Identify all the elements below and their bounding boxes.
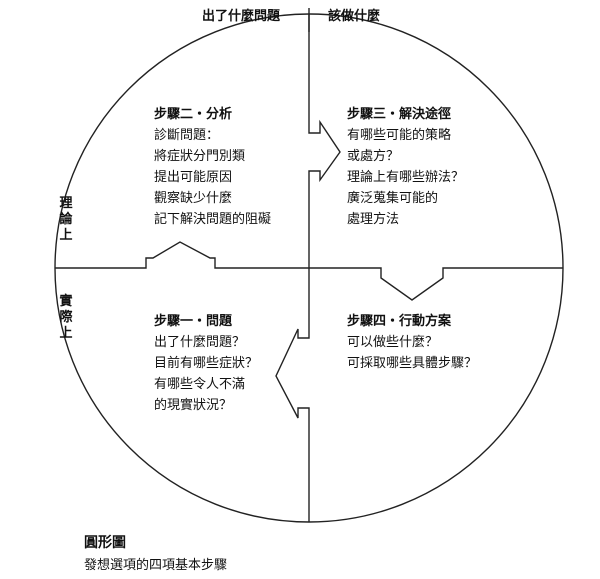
quadrant-analysis-line: 觀察缺少什麼 bbox=[154, 191, 233, 206]
quadrant-solutions-line: 廣泛蒐集可能的 bbox=[347, 191, 439, 206]
quadrant-action-title: 步驟四・行動方案 bbox=[347, 314, 452, 329]
vertical-axis-upper bbox=[308, 14, 341, 268]
quadrant-solutions-line: 理論上有哪些辦法？ bbox=[347, 170, 465, 185]
side-label-practice: 實際上 bbox=[59, 294, 73, 341]
quadrant-analysis-title: 步驟二・分析 bbox=[154, 107, 233, 122]
quadrant-problem-line: 的現實狀況？ bbox=[154, 398, 233, 413]
vertical-axis-lower bbox=[275, 268, 310, 522]
horizontal-axis-left bbox=[55, 241, 309, 269]
quadrant-solutions: 步驟三・解決途徑 有哪些可能的策略 或處方？ 理論上有哪些辦法？ 廣泛蒐集可能的… bbox=[347, 104, 464, 230]
quadrant-analysis-line: 提出可能原因 bbox=[154, 170, 233, 185]
quadrant-analysis: 步驟二・分析 診斷問題： 將症狀分門別類 提出可能原因 觀察缺少什麼 記下解決問… bbox=[154, 104, 271, 230]
quadrant-action: 步驟四・行動方案 可以做些什麼？ 可採取哪些具體步驟？ bbox=[347, 311, 477, 374]
quadrant-analysis-line: 將症狀分門別類 bbox=[154, 149, 246, 164]
header-left-label: 出了什麼問題 bbox=[202, 9, 281, 24]
quadrant-solutions-line: 或處方？ bbox=[347, 149, 400, 164]
side-label-theory: 理論上 bbox=[59, 196, 73, 243]
quadrant-solutions-title: 步驟三・解決途徑 bbox=[347, 107, 452, 122]
quadrant-solutions-line: 有哪些可能的策略 bbox=[347, 128, 452, 143]
quadrant-action-line: 可採取哪些具體步驟？ bbox=[347, 356, 478, 371]
quadrant-solutions-line: 處理方法 bbox=[347, 212, 400, 227]
quadrant-problem: 步驟一・問題 出了什麼問題？ 目前有哪些症狀？ 有哪些令人不滿 的現實狀況？ bbox=[154, 311, 258, 416]
quadrant-problem-line: 目前有哪些症狀？ bbox=[154, 356, 259, 371]
quadrant-analysis-line: 診斷問題： bbox=[154, 128, 220, 143]
quadrant-problem-line: 有哪些令人不滿 bbox=[154, 377, 246, 392]
quadrant-analysis-line: 記下解決問題的阻礙 bbox=[154, 212, 272, 227]
quadrant-problem-line: 出了什麼問題？ bbox=[154, 335, 246, 350]
caption-subtitle: 發想選項的四項基本步驟 bbox=[84, 558, 228, 573]
quadrant-problem-title: 步驟一・問題 bbox=[154, 314, 233, 329]
quadrant-action-line: 可以做些什麼？ bbox=[347, 335, 439, 350]
caption-title: 圓形圖 bbox=[84, 535, 126, 551]
horizontal-axis-right bbox=[309, 267, 563, 301]
header-right-label: 該做什麼 bbox=[328, 9, 381, 24]
